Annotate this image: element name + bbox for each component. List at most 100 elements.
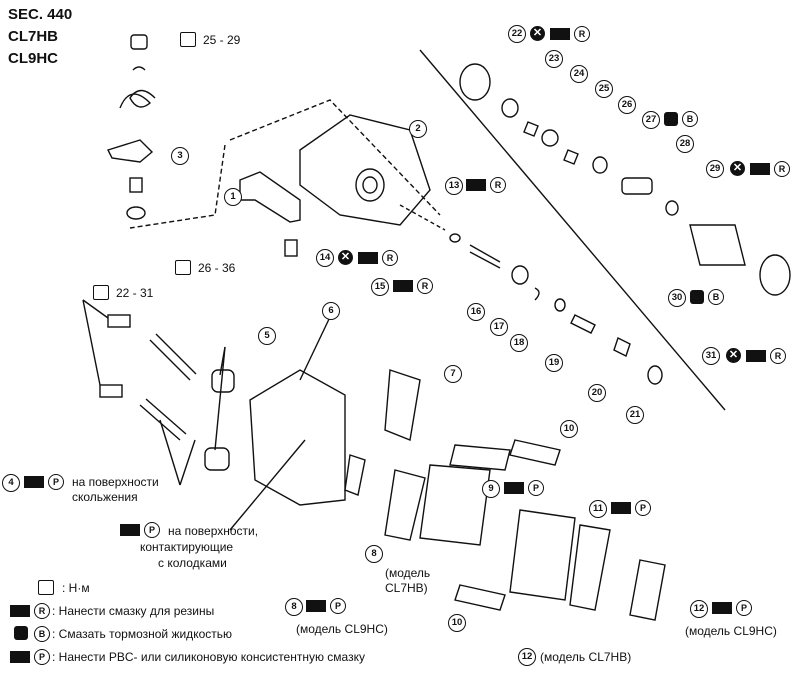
callout-22: 22 [508, 25, 526, 43]
pin-bolt-1 [107, 314, 131, 328]
note-5-line2: контактирующие [140, 540, 234, 554]
rubber-grease-icon: R [770, 348, 786, 364]
separator-line [419, 49, 726, 411]
callout-8b: 8 [285, 598, 303, 616]
callout-27: 27 [642, 111, 660, 129]
callout-13: 13 [445, 177, 463, 195]
rubber-grease-icon: R [417, 278, 433, 294]
anti-rattle-clip [509, 439, 561, 466]
grease-gun-icon [750, 163, 770, 175]
note-5-line1: на поверхности, [168, 524, 259, 538]
pbc-grease-icon: P [144, 522, 160, 538]
lever [107, 139, 154, 163]
torque-icon [180, 32, 196, 47]
brake-fluid-can-icon [664, 112, 678, 126]
grease-gun-icon [358, 252, 378, 264]
note-4-line2: скольжения [72, 490, 138, 504]
rubber-grease-icon: R [382, 250, 398, 266]
grease-gun-icon [120, 524, 140, 536]
callout-20: 20 [588, 384, 606, 402]
brake-fluid-can-icon [690, 290, 704, 304]
brake-pad-outer [419, 464, 491, 546]
grease-gun-icon [746, 350, 766, 362]
callout-30: 30 [668, 289, 686, 307]
model-label-b: CL9HC [8, 50, 59, 67]
guide-pin-1 [149, 333, 197, 381]
callout-19: 19 [545, 354, 563, 372]
dust-seal [759, 254, 791, 296]
pbc-grease-icon: P [34, 649, 50, 665]
piston [689, 224, 746, 266]
section-number: SEC. 440 [8, 6, 73, 23]
callout-17: 17 [490, 318, 508, 336]
pin-bolt-2 [99, 384, 123, 398]
callout-15: 15 [371, 278, 389, 296]
note-12b-model: (модель CL7HB) [540, 650, 632, 664]
nut [130, 34, 148, 50]
brake-pad-inner [509, 509, 576, 601]
callout-9: 9 [482, 480, 500, 498]
callout-6: 6 [322, 302, 340, 320]
rubber-grease-icon: R [574, 26, 590, 42]
dashed-frame [229, 99, 441, 216]
torque-icon [93, 285, 109, 300]
callout-3: 3 [171, 147, 189, 165]
pad-retainer [384, 369, 421, 441]
grease-gun-icon [393, 280, 413, 292]
callout-28: 28 [676, 135, 694, 153]
grease-gun-icon [550, 28, 570, 40]
do-not-reuse-icon: ✕ [726, 348, 741, 363]
legend-pbc-grease: : Нанести PBC- или силиконовую консистен… [52, 650, 365, 664]
pbc-grease-icon: P [736, 600, 752, 616]
brake-fluid-icon: B [708, 289, 724, 305]
callout-14: 14 [316, 249, 334, 267]
piston-rod [621, 177, 653, 195]
boot-2 [204, 447, 230, 471]
callout-10b: 10 [448, 614, 466, 632]
grease-gun-icon [611, 502, 631, 514]
callout-10: 10 [560, 420, 578, 438]
callout-7: 7 [444, 365, 462, 383]
pbc-grease-icon: P [635, 500, 651, 516]
callout-2: 2 [409, 120, 427, 138]
bolt [284, 239, 298, 257]
callout-21: 21 [626, 406, 644, 424]
grease-gun-icon [306, 600, 326, 612]
legend-torque: : Н·м [62, 581, 90, 595]
callout-18: 18 [510, 334, 528, 352]
pbc-grease-icon: P [48, 474, 64, 490]
grease-gun-icon [504, 482, 524, 494]
note-4-line1: на поверхности [72, 475, 159, 489]
note-8-line1: (модель [385, 566, 431, 580]
grease-gun-icon [10, 605, 30, 617]
model-label-a: CL7HB [8, 28, 59, 45]
adjuster-spring [570, 314, 596, 334]
do-not-reuse-icon: ✕ [530, 26, 545, 41]
grease-gun-icon [712, 602, 732, 614]
callout-29: 29 [706, 160, 724, 178]
brake-fluid-icon: B [682, 111, 698, 127]
bleeder [129, 177, 143, 193]
torque-icon [38, 580, 54, 595]
callout-5: 5 [258, 327, 276, 345]
spring [119, 89, 156, 109]
torque-value-2: 26 - 36 [198, 261, 236, 275]
note-8-model: (модель CL9HC) [296, 622, 388, 636]
legend-brake-fluid: : Смазать тормозной жидкостью [52, 627, 232, 641]
rubber-grease-icon: R [490, 177, 506, 193]
rubber-grease-icon: R [34, 603, 50, 619]
brake-fluid-can-icon [14, 626, 28, 640]
callout-1: 1 [224, 188, 242, 206]
callout-24: 24 [570, 65, 588, 83]
parking-lever [239, 171, 301, 223]
torque-value-1: 25 - 29 [203, 33, 241, 47]
torque-icon [175, 260, 191, 275]
do-not-reuse-icon: ✕ [730, 161, 745, 176]
guide-pin-2 [139, 398, 187, 441]
grease-gun-icon [466, 179, 486, 191]
note-5-line3: с колодками [158, 556, 227, 570]
callout-11: 11 [589, 500, 607, 518]
caliper-body [299, 114, 431, 226]
callout-23: 23 [545, 50, 563, 68]
legend-rubber-grease: : Нанести смазку для резины [52, 604, 215, 618]
